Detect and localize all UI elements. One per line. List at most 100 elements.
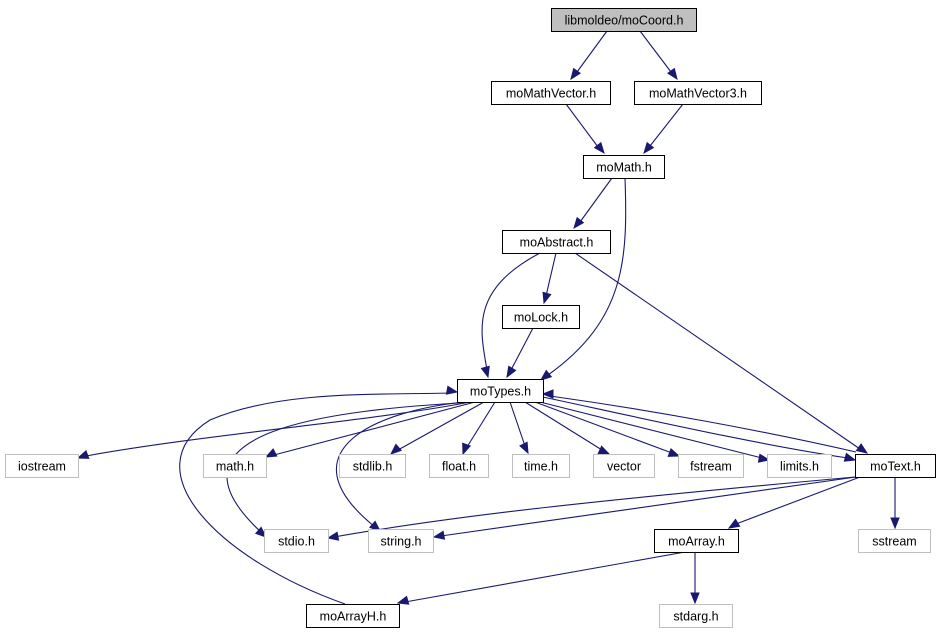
node-box [368,529,434,553]
arrowhead [519,441,529,455]
node-box [551,8,697,32]
arrowhead [76,449,90,459]
node-box [5,454,79,478]
arrowhead [389,443,403,455]
node-stdlib: stdlib.h [339,454,406,478]
node-label: stdarg.h [673,610,718,624]
edge-line [481,252,541,371]
edge-motypes-to-time [509,401,529,455]
edge-line [273,401,476,456]
node-box [203,454,267,478]
node-stdio: stdio.h [264,529,329,553]
arrowhead [593,141,605,155]
edge-line [579,177,613,223]
arrowhead [890,517,900,530]
edge-line [404,551,686,603]
arrowhead [326,531,340,541]
edge-line [545,252,557,297]
node-mocoord[interactable]: libmoldeo/moCoord.h [551,8,697,32]
node-label: limits.h [780,460,819,474]
edge-motext-to-string [432,476,857,540]
node-momath[interactable]: moMath.h [583,155,665,179]
arrowhead [727,518,741,529]
edge-line [534,401,673,454]
edge-moarray-to-moarrayh [396,551,686,605]
edge-line [524,401,603,451]
edge-motypes-to-vector [524,401,611,455]
arrowhead [539,369,553,381]
arrowhead [855,443,869,454]
node-box [306,604,400,628]
edge-line [333,476,856,538]
edge-momath-to-moabstract [573,177,613,230]
edge-mathvector-to-momath [565,103,605,155]
node-time: time.h [512,454,570,478]
node-box [457,379,544,403]
node-label: stdio.h [278,535,315,549]
node-motext[interactable]: moText.h [855,454,936,478]
node-box [858,529,931,553]
edge-line [649,103,684,147]
arrowhead [480,365,490,379]
arrowhead [542,291,552,305]
node-label: moMath.h [596,161,652,175]
node-box [593,454,655,478]
node-label: math.h [216,460,254,474]
edge-motypes-to-stdio [226,401,476,538]
node-label: string.h [381,535,422,549]
edge-motypes-to-stdlib [389,401,485,455]
edge-line [542,396,849,459]
arrowhead [506,365,517,379]
arrowhead [264,448,278,458]
node-moarrayh[interactable]: moArrayH.h [306,604,400,628]
edge-line [549,395,857,453]
edge-motext-to-sstream [890,477,900,530]
node-label: fstream [690,460,732,474]
node-label: moMathVector3.h [649,87,747,101]
edge-line [440,476,857,537]
arrowhead [570,67,582,81]
edges-layer [76,30,900,605]
edge-line [576,30,608,73]
node-label: moText.h [870,460,921,474]
node-math: math.h [203,454,267,478]
node-label: stdlib.h [353,460,393,474]
edge-line [226,401,476,534]
node-moarray[interactable]: moArray.h [654,529,739,553]
node-mathvector3[interactable]: moMathVector3.h [634,81,762,105]
node-label: libmoldeo/moCoord.h [565,14,684,28]
node-box [678,454,744,478]
edge-mocoord-to-mathvector [570,30,608,81]
node-label: iostream [18,460,66,474]
node-label: moArrayH.h [320,610,387,624]
node-iostream: iostream [5,454,79,478]
edge-line [547,177,627,376]
edge-line [179,392,451,605]
edge-moabstract-to-motext [574,252,869,454]
node-label: moArray.h [668,535,725,549]
arrowhead [597,445,611,455]
edge-line [335,401,466,528]
node-moabstract[interactable]: moAbstract.h [502,230,611,254]
edge-motext-to-motypes [541,389,857,453]
edge-line [397,401,485,451]
arrowhead [573,216,585,230]
node-string: string.h [368,529,434,553]
node-motypes[interactable]: moTypes.h [457,379,544,403]
node-box [264,529,329,553]
edge-motext-to-stdio [326,476,856,541]
node-label: moMathVector.h [506,87,596,101]
node-limits: limits.h [767,454,832,478]
node-label: vector [607,460,641,474]
node-molock[interactable]: moLock.h [502,305,580,329]
node-label: moLock.h [514,311,568,325]
node-mathvector[interactable]: moMathVector.h [491,81,611,105]
edge-line [565,103,599,148]
arrowhead [690,592,700,605]
arrowhead [643,141,655,155]
edge-moarrayh-to-motypes [179,385,459,605]
node-box [654,529,739,553]
arrowhead [432,530,446,540]
edge-motypes-to-math [264,401,476,458]
